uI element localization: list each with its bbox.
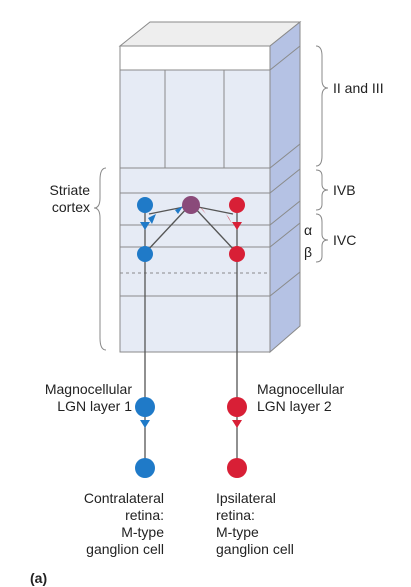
contralateral-retina-line-2: retina:: [125, 507, 164, 523]
lgn-layer-2-label: Magnocellular LGN layer 2: [257, 381, 344, 415]
side-boundary-line: [269, 222, 301, 248]
ipsilateral-lgn-terminal: [232, 420, 242, 428]
lgn-layer-2-line-2: LGN layer 2: [257, 398, 332, 414]
striate-cortex-line-1: Striate: [49, 182, 90, 198]
striate-cortex-line-2: cortex: [51, 199, 90, 215]
panel-label: (a): [30, 570, 48, 586]
contralateral-retina-line-3: M-type: [121, 524, 164, 540]
ipsilateral-ivb-cell: [229, 197, 245, 213]
contralateral-retina-label: Contralateral retina: M-type ganglion ce…: [40, 490, 164, 558]
layer-ivc-label: IVC: [333, 232, 357, 248]
contralateral-ivb-terminal-2: [148, 214, 156, 224]
side-boundary-line: [269, 271, 301, 297]
ii-iii-bracket: [315, 45, 329, 167]
ipsilateral-retina-cell: [227, 458, 247, 478]
ipsilateral-retina-label: Ipsilateral retina: M-type ganglion cell: [216, 490, 294, 558]
side-boundary-line: [269, 200, 301, 226]
contralateral-ivc-alpha-cell: [137, 246, 153, 262]
ipsilateral-ivc-terminal: [232, 222, 242, 230]
alpha-label: α: [304, 222, 313, 238]
ipsilateral-ivb-terminal-2: [226, 214, 232, 224]
ipsilateral-retina-line-1: Ipsilateral: [216, 490, 276, 506]
ipsilateral-ivc-to-binocular-axon: [192, 205, 237, 253]
binocular-ivb-cell: [182, 196, 200, 214]
layer-ii-iii-label: II and III: [333, 80, 384, 96]
magnocellular-lgn-layer-2-cell: [227, 397, 247, 417]
contralateral-retina-cell: [135, 458, 155, 478]
striate-cortex-bracket: [93, 167, 107, 351]
contralateral-retina-line-4: ganglion cell: [86, 541, 164, 557]
ivc-bracket: [315, 213, 329, 263]
ipsilateral-retina-line-2: retina:: [216, 507, 255, 523]
cortex-top-face: [118, 21, 302, 47]
lgn-layer-2-line-1: Magnocellular: [257, 381, 345, 397]
contralateral-ivc-terminal: [140, 222, 150, 230]
ivb-bracket: [315, 169, 329, 211]
contralateral-ivb-cell: [137, 197, 153, 213]
magnocellular-lgn-layer-1-cell: [135, 397, 155, 417]
contralateral-retina-line-1: Contralateral: [83, 490, 164, 506]
ipsilateral-ivc-alpha-cell: [229, 246, 245, 262]
side-boundary-line: [269, 143, 301, 169]
beta-label: β: [304, 244, 313, 260]
contralateral-ivc-to-binocular-axon: [145, 205, 190, 253]
lgn-layer-1-label: Magnocellular LGN layer 1: [10, 381, 132, 415]
cortex-top-band: [119, 45, 271, 71]
lgn-layer-1-line-2: LGN layer 1: [57, 398, 132, 414]
cortex-side-face: [269, 20, 301, 354]
ipsilateral-ivb-terminal: [199, 206, 206, 214]
side-boundary-line: [269, 45, 301, 71]
layer-ivb-label: IVB: [333, 182, 356, 198]
lgn-layer-1-line-1: Magnocellular: [44, 381, 132, 397]
striate-cortex-label: Striate cortex: [20, 182, 90, 216]
ipsilateral-retina-line-4: ganglion cell: [216, 541, 294, 557]
contralateral-lgn-terminal: [140, 420, 150, 428]
contralateral-ivb-terminal: [175, 206, 183, 214]
ipsilateral-retina-line-3: M-type: [216, 524, 259, 540]
side-boundary-line: [269, 168, 301, 194]
